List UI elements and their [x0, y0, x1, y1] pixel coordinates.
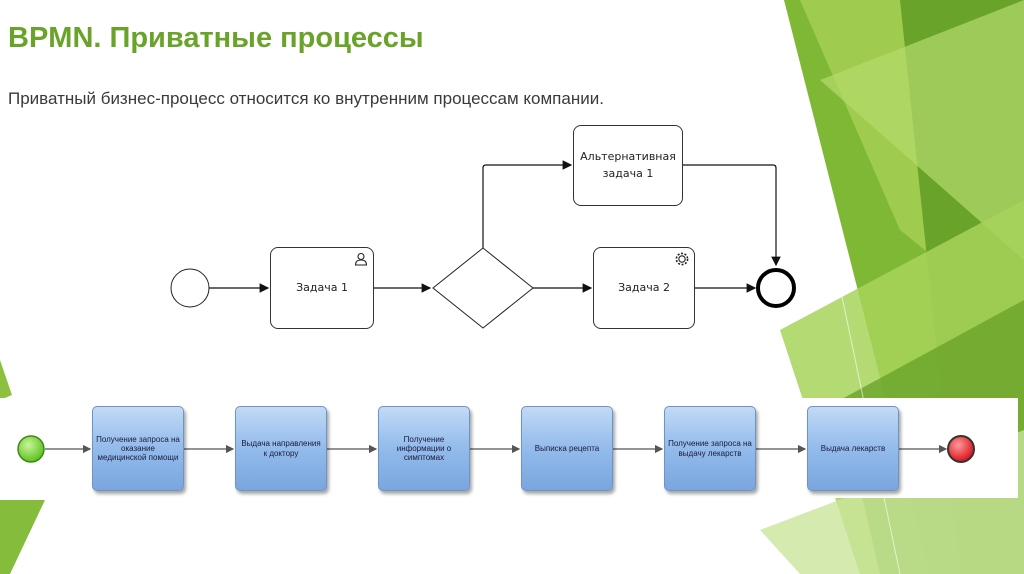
exclusive-gateway[interactable] — [432, 247, 534, 329]
bottom-task-5[interactable]: Получение запроса на выдачу лекарств — [664, 406, 756, 491]
task-alternative[interactable]: Альтернативная задача 1 — [573, 125, 683, 206]
bottom-end-event[interactable] — [947, 435, 975, 463]
bottom-task-6[interactable]: Выдача лекарств — [807, 406, 899, 491]
task-2[interactable]: Задача 2 — [593, 247, 695, 329]
task-alternative-line1: Альтернативная — [580, 150, 676, 163]
task-1[interactable]: Задача 1 — [270, 247, 374, 329]
bottom-start-event[interactable] — [17, 435, 45, 463]
gear-icon — [675, 252, 689, 266]
bottom-task-3[interactable]: Получение информации о симптомах — [378, 406, 470, 491]
end-event[interactable] — [756, 268, 796, 308]
flow-alt-end — [683, 164, 781, 267]
page-title: BPMN. Приватные процессы — [8, 22, 424, 54]
bottom-task-4[interactable]: Выписка рецепта — [521, 406, 613, 491]
flow-gateway-alt — [482, 160, 573, 248]
bottom-task-2[interactable]: Выдача направления к доктору — [235, 406, 327, 491]
task-2-label: Задача 2 — [618, 280, 670, 294]
task-1-label: Задача 1 — [296, 280, 348, 294]
page-subtitle: Приватный бизнес-процесс относится ко вн… — [8, 89, 604, 108]
user-icon — [354, 252, 368, 266]
bottom-task-1[interactable]: Получение запроса на оказание медицинско… — [92, 406, 184, 491]
task-alternative-line2: задача 1 — [602, 166, 654, 180]
